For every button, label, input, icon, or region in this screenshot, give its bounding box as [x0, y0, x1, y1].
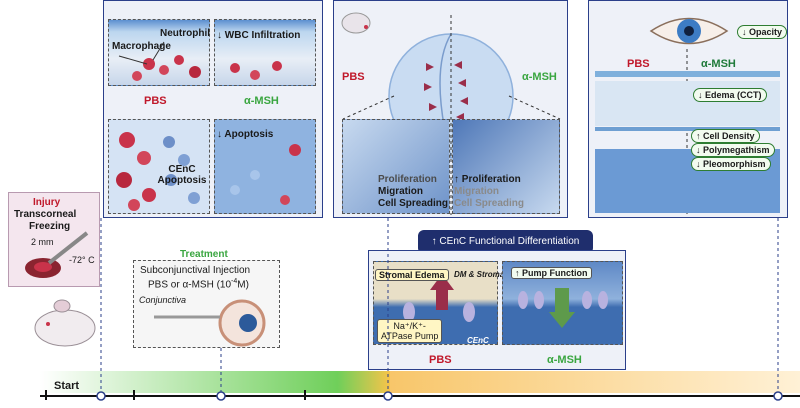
timeline-ticks	[45, 390, 783, 401]
atpase-box: Na⁺/K⁺- ATPase Pump	[377, 319, 443, 343]
msh-label-panel1: α-MSH	[244, 95, 279, 107]
macrophage-label: Macrophage	[112, 41, 171, 52]
reduced-cells-illustration	[230, 61, 282, 80]
functional-panel: Stromal Edema DM & Stroma Na⁺/K⁺- ATPase…	[368, 250, 626, 370]
pbs-cell-spreading: Cell Spreading	[378, 198, 449, 209]
healthy-cells-illustration	[230, 144, 301, 205]
apoptosis-reduced-image	[214, 119, 316, 214]
mouse-illustration	[34, 299, 96, 347]
polymegathism-pill: ↓ Polymegathism	[691, 143, 775, 157]
injection-line1: Subconjunctival Injection	[140, 265, 251, 276]
msh-label-panel2: α-MSH	[522, 71, 557, 83]
injection-exponent: -4	[231, 278, 238, 285]
msh-cell-spreading-image	[452, 119, 560, 214]
msh-label-functional: α-MSH	[547, 354, 582, 366]
conjunctiva-label: Conjunctiva	[139, 295, 187, 305]
stromal-edema-label: Stromal Edema	[375, 269, 449, 281]
injection-line2-text: PBS or α-MSH (10	[148, 279, 232, 291]
msh-label-panel3: α-MSH	[701, 58, 736, 70]
wound-healing-panel: PBS α-MSH Proliferation Migration Cell S…	[333, 0, 568, 218]
timeline-start-label: Start	[54, 380, 80, 392]
inflammation-panel: Neutrophil Macrophage ↓ WBC Infiltration…	[103, 0, 323, 218]
cenc-apoptosis-image	[108, 119, 210, 214]
injury-panel: Injury Transcorneal Freezing 2 mm -72° C	[8, 192, 100, 287]
pbs-label-panel2: PBS	[342, 71, 365, 83]
apoptosis-reduced-label: ↓ Apoptosis	[217, 129, 274, 140]
pbs-pump-illustration	[403, 274, 475, 322]
injury-line2: Freezing	[29, 221, 71, 232]
timeline-green-band	[40, 371, 390, 393]
cornea-clarity-panel: ↓ Opacity PBS α-MSH ↓ Edema (CCT) ↑ Cell…	[588, 0, 788, 218]
cenc-apoptosis-label: CEnC Apoptosis	[157, 164, 207, 186]
opacity-pill: ↓ Opacity	[737, 25, 788, 39]
pump-function-label: ↑ Pump Function	[511, 267, 592, 279]
pbs-migration: Migration	[378, 186, 423, 197]
injury-title: Injury	[33, 197, 61, 208]
freezing-probe-illustration	[25, 231, 89, 278]
treatment-title: Treatment	[180, 249, 228, 260]
probe-size-label: 2 mm	[31, 237, 54, 247]
cell-density-pill: ↑ Cell Density	[691, 129, 760, 143]
pbs-healing-text: Proliferation Migration Cell Spreading	[378, 174, 448, 210]
pbs-proliferation: Proliferation	[378, 174, 437, 185]
timeline-axis	[40, 395, 800, 397]
msh-cell-spreading: Cell Spreading	[454, 198, 525, 209]
msh-migration: Migration	[454, 186, 499, 197]
timeline-orange-band	[390, 371, 800, 393]
pleomorphism-pill: ↓ Pleomorphism	[691, 157, 771, 171]
pbs-label-panel1: PBS	[144, 95, 167, 107]
msh-pump-illustration	[518, 288, 608, 328]
msh-proliferation: ↑ Proliferation	[454, 174, 521, 185]
injury-line1: Transcorneal	[14, 209, 77, 220]
pbs-label-panel3: PBS	[627, 58, 650, 70]
probe-temperature-label: -72° C	[69, 255, 95, 265]
neutrophil-image	[108, 19, 210, 86]
pbs-cell-spreading-image	[342, 119, 450, 214]
neutrophil-label: Neutrophil	[160, 28, 210, 39]
wbc-infiltration-label: ↓ WBC Infiltration	[217, 30, 301, 41]
immune-cells-illustration	[118, 41, 201, 81]
eye-injection-illustration	[154, 299, 266, 347]
pbs-label-functional: PBS	[429, 354, 452, 366]
injection-line2-end: M)	[237, 279, 249, 291]
injection-line2: PBS or α-MSH (10-4M)	[148, 278, 249, 290]
wbc-image	[214, 19, 316, 86]
msh-pump-image	[502, 261, 623, 345]
edema-pill: ↓ Edema (CCT)	[693, 88, 767, 102]
treatment-panel: Subconjunctival Injection PBS or α-MSH (…	[133, 260, 280, 348]
atpase-line1: Na⁺/K⁺-	[393, 321, 426, 331]
apoptotic-cells-illustration	[116, 132, 200, 211]
msh-healing-text: ↑ Proliferation Migration Cell Spreading	[454, 174, 524, 210]
cenc-label: CEnC	[467, 336, 489, 345]
dm-stroma-label: DM & Stroma	[454, 270, 505, 279]
atpase-line2: ATPase Pump	[381, 331, 439, 341]
